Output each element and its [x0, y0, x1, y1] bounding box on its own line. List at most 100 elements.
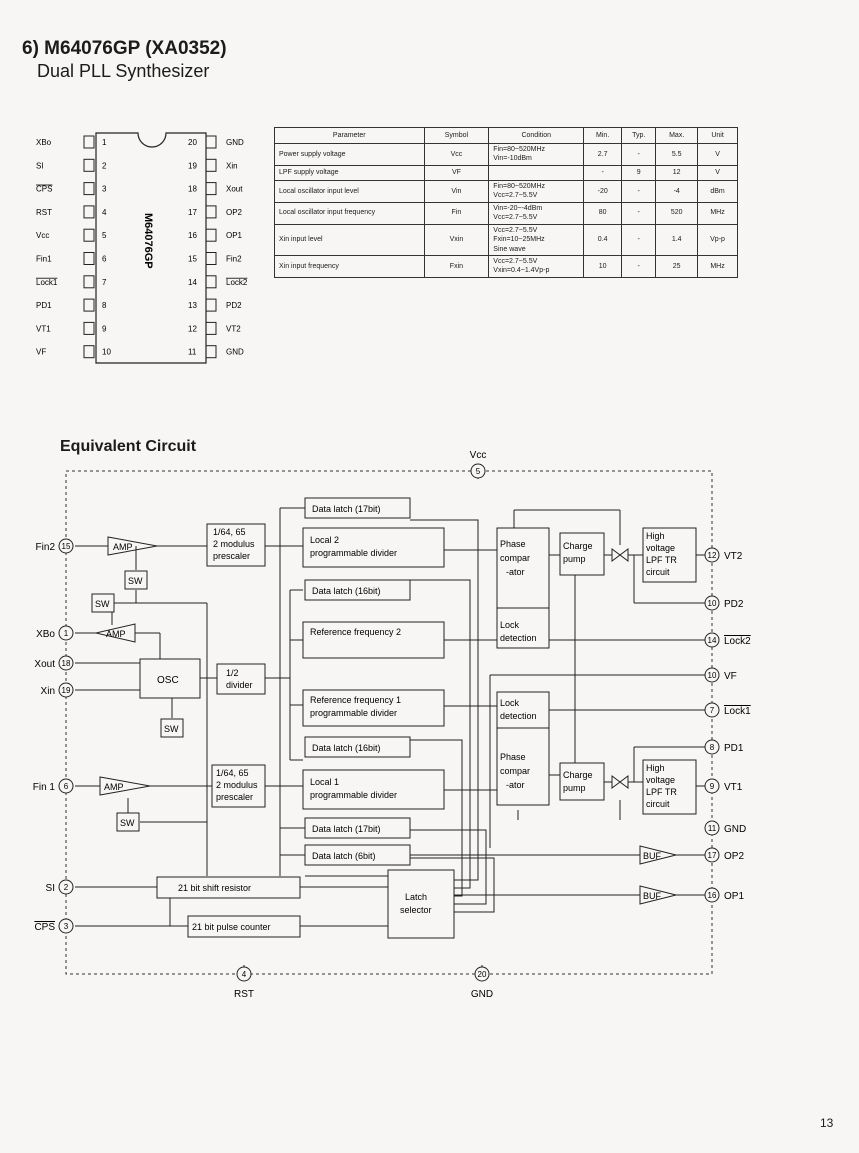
phase-comparator-2: Phase compar -ator Lock detection [496, 527, 550, 649]
spec-cell-unit: MHz [697, 254, 738, 278]
spec-cell-unit: V [697, 164, 738, 181]
pin-label: Fin2 [36, 542, 56, 553]
pin-box [205, 275, 217, 289]
pin-number: 11 [708, 824, 717, 833]
svg-text:Local 2: Local 2 [310, 535, 339, 545]
pin-label: VT2 [724, 551, 743, 562]
pin-number: 6 [102, 255, 107, 264]
pin-box [83, 158, 95, 172]
transmission-gate-1 [611, 775, 629, 789]
pin-box [205, 205, 217, 219]
svg-text:circuit: circuit [646, 567, 670, 577]
svg-text:compar: compar [500, 553, 530, 563]
pin-circle [58, 538, 74, 554]
chip-body [95, 132, 207, 364]
amp-fin1: AMP [99, 776, 151, 796]
col-typ: Typ. [621, 127, 657, 144]
spec-cell-unit: Vp-p [697, 223, 738, 256]
hv-lpf-2: High voltage LPF TR circuit [642, 527, 697, 583]
pin-name: VT1 [36, 324, 51, 333]
ref1-divider: Reference frequency 1 programmable divid… [302, 689, 445, 727]
pin-name: Xin [226, 161, 238, 170]
spec-cell-param: Xin input frequency [274, 254, 425, 278]
pin-box [83, 182, 95, 196]
pin-box [83, 228, 95, 242]
pin-name: RST [36, 208, 52, 217]
prescaler-2: 1/64, 65 2 modulus prescaler [206, 523, 266, 567]
pin-name: GND [226, 138, 244, 147]
pin-number: 17 [708, 851, 717, 860]
pin-box [205, 252, 217, 265]
data-latch-16bit-bottom: Data latch (16bit) [304, 736, 411, 758]
pin-label: OP2 [724, 851, 744, 862]
pin-label: VT1 [724, 782, 743, 793]
section-title: 6) M64076GP (XA0352) [22, 38, 227, 59]
sw-fin2: SW [124, 570, 148, 590]
pin-number: 7 [710, 706, 715, 715]
svg-text:1/64, 65: 1/64, 65 [216, 768, 249, 778]
pin-circle [470, 463, 486, 479]
pin-circle [58, 778, 74, 794]
svg-text:programmable divider: programmable divider [310, 790, 397, 800]
pin-number: 8 [710, 743, 715, 752]
pin-box [205, 158, 217, 172]
pin-name: OP1 [226, 231, 243, 240]
pin-number: 15 [62, 542, 71, 551]
prescaler-1: 1/64, 65 2 modulus prescaler [211, 764, 266, 808]
spec-table: Parameter Symbol Condition Min. Typ. Max… [274, 127, 738, 278]
pin-number: 14 [188, 278, 197, 287]
svg-text:Phase: Phase [500, 539, 526, 549]
spec-cell-symbol: Fxin [423, 254, 490, 278]
pin-number: 16 [708, 891, 717, 900]
svg-text:21 bit pulse counter: 21 bit pulse counter [192, 922, 271, 932]
pin-name: Fin1 [36, 255, 52, 264]
pin-circle [474, 966, 490, 982]
pin-number: 19 [62, 686, 71, 695]
svg-text:Reference frequency 1: Reference frequency 1 [310, 695, 401, 705]
local1-divider: Local 1 programmable divider [302, 769, 445, 810]
pin-circle [704, 739, 720, 755]
col-unit: Unit [697, 127, 738, 144]
svg-text:LPF TR: LPF TR [646, 555, 677, 565]
pin-number: 10 [102, 348, 111, 357]
svg-text:BUF: BUF [643, 851, 662, 861]
pin-box [205, 228, 217, 242]
svg-text:SW: SW [95, 599, 110, 609]
pin-number: 12 [188, 324, 197, 333]
buf-op1: BUF [639, 885, 677, 905]
spec-cell-symbol: VF [423, 164, 490, 181]
pin-number: 10 [708, 599, 717, 608]
pin-number: 18 [62, 659, 71, 668]
spec-cell-param: LPF supply voltage [274, 164, 425, 181]
pin-number: 2 [64, 883, 69, 892]
svg-text:AMP: AMP [106, 629, 126, 639]
condition-line: Sine wave [493, 245, 526, 253]
amp-xbo: AMP [95, 623, 136, 643]
pin-label: Vcc [470, 450, 487, 461]
pin-label: CPS [34, 922, 55, 933]
svg-text:Data latch (16bit): Data latch (16bit) [312, 586, 381, 596]
pin-box [205, 321, 217, 335]
pin-name: XBo [36, 138, 52, 147]
condition-line: Vcc=2.7~5.5V [493, 214, 538, 222]
pin-number: 14 [708, 636, 717, 645]
pin-number: 4 [242, 970, 247, 979]
transmission-gate-2 [611, 548, 629, 562]
svg-text:2 modulus: 2 modulus [216, 780, 258, 790]
